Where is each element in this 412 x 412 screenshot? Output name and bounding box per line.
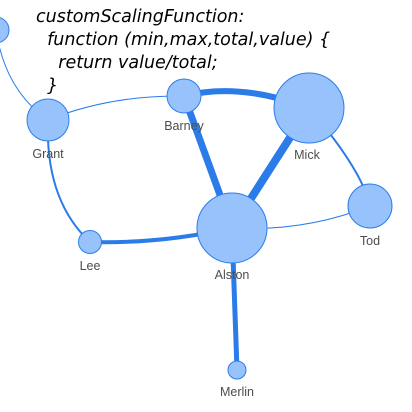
- nodes-layer: [0, 17, 393, 380]
- node-label-merlin: Merlin: [220, 385, 254, 399]
- node-grant[interactable]: [26, 98, 70, 142]
- node-label-lee: Lee: [80, 259, 101, 273]
- node-label-barney: Barney: [164, 119, 204, 133]
- node-label-mick: Mick: [294, 148, 320, 162]
- node-label-alston: Alston: [215, 268, 250, 282]
- node-top[interactable]: [0, 17, 10, 43]
- node-lee[interactable]: [78, 230, 102, 254]
- code-line: return value/total;: [36, 53, 218, 73]
- code-annotation: customScalingFunction: function (min,max…: [36, 6, 330, 98]
- node-alston[interactable]: [196, 192, 268, 264]
- code-line: customScalingFunction:: [36, 7, 245, 27]
- code-line: function (min,max,total,value) {: [36, 30, 331, 50]
- node-tod[interactable]: [347, 183, 393, 229]
- node-label-tod: Tod: [360, 234, 380, 248]
- node-mick[interactable]: [273, 72, 345, 144]
- node-merlin[interactable]: [227, 360, 247, 380]
- node-barney[interactable]: [166, 78, 202, 114]
- node-label-grant: Grant: [32, 147, 64, 161]
- code-line: }: [36, 76, 59, 96]
